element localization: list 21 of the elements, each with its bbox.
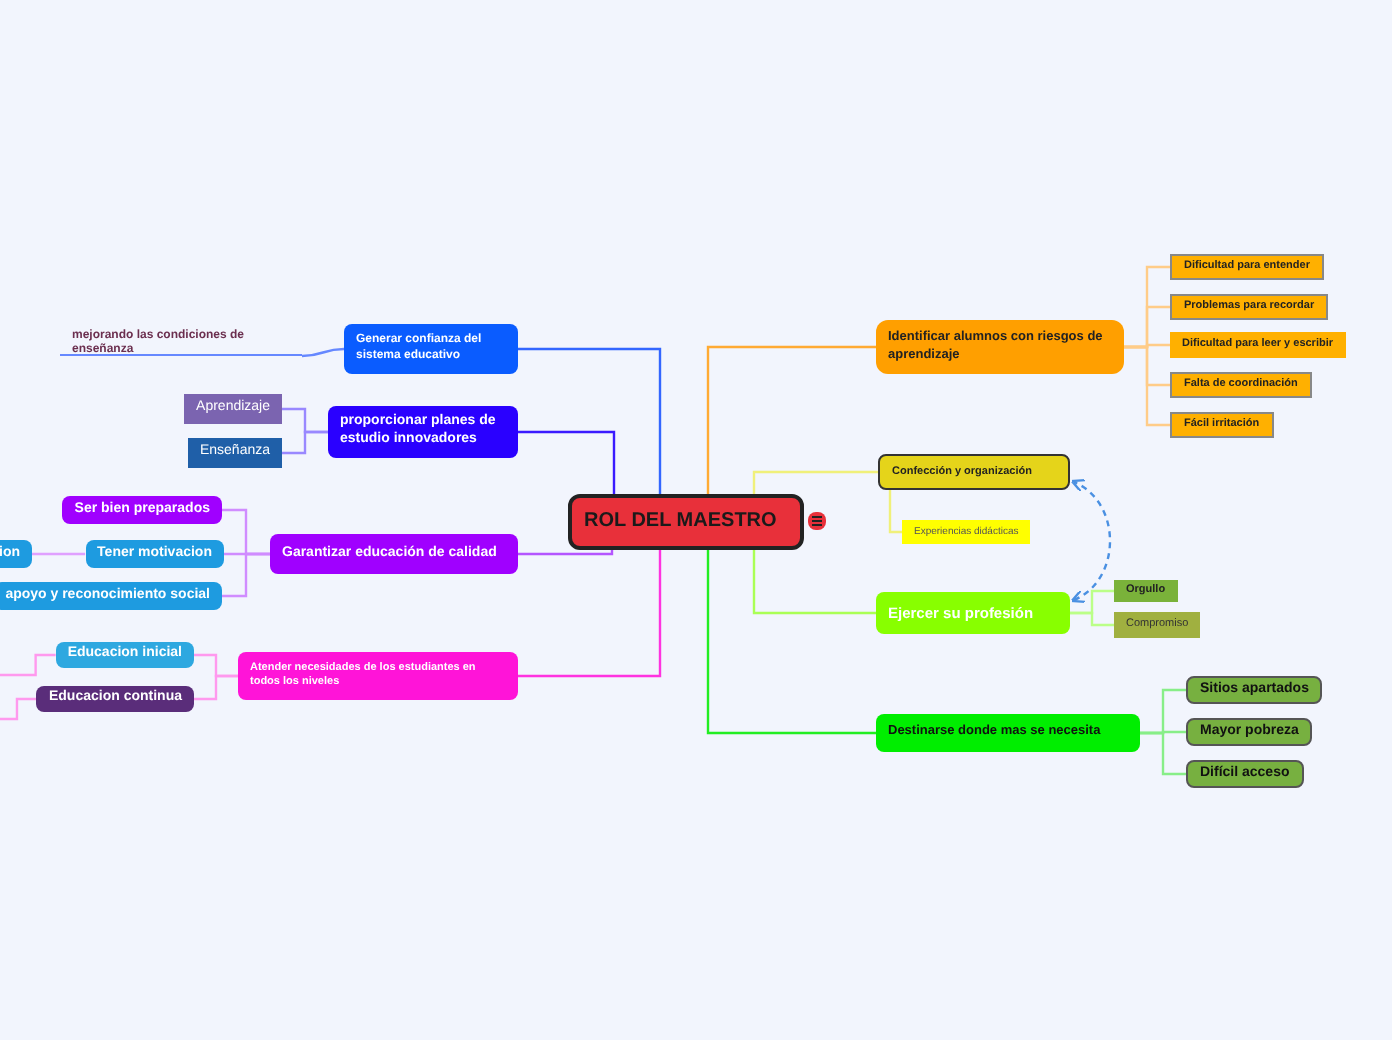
connector-line <box>194 674 238 701</box>
connector-line <box>752 550 876 615</box>
connector-line <box>301 347 345 358</box>
connector-line <box>752 470 878 494</box>
connector-line <box>888 490 902 534</box>
dashed-arrow <box>1070 479 1112 603</box>
connector-line <box>518 550 614 556</box>
connector-line <box>706 550 876 735</box>
connector-line <box>1140 731 1186 776</box>
connector-line <box>518 347 662 494</box>
connector-line <box>0 697 37 721</box>
connector-line <box>518 430 616 494</box>
connector-line <box>32 552 86 556</box>
connector-line <box>282 430 328 455</box>
connector-line <box>1124 345 1170 427</box>
central-topic: ROL DEL MAESTRO <box>568 494 804 550</box>
connector-line <box>1070 611 1114 627</box>
connector-line <box>518 550 662 678</box>
connector-line <box>222 552 270 598</box>
connector-line <box>0 653 56 677</box>
connector-line <box>706 345 876 494</box>
